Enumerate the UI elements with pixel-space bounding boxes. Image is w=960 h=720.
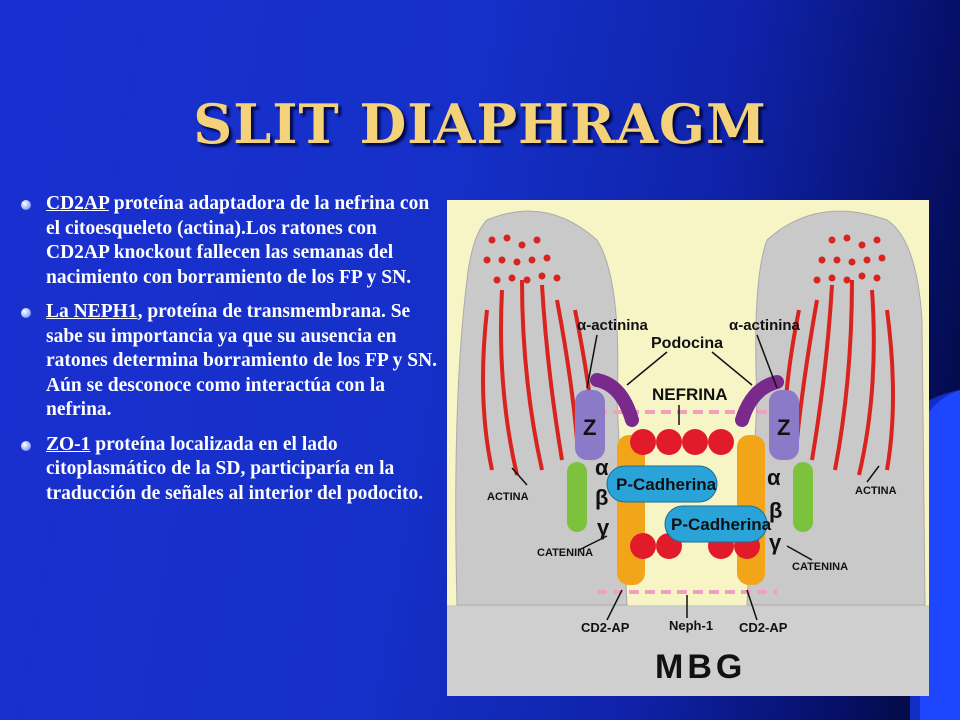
alpha-label-left: α — [595, 455, 609, 480]
cd2ap-label-right: CD2-AP — [739, 620, 788, 635]
basement-membrane — [447, 605, 929, 696]
bullet-term: ZO-1 — [46, 433, 91, 455]
podocin-label: Podocina — [651, 335, 723, 352]
z-protein-right — [769, 390, 799, 460]
bullet-text: , proteína de transmembrana. Se sabe su … — [46, 301, 438, 420]
bullet-text: proteína localizada en el lado citoplasm… — [46, 433, 424, 504]
actin-label-right: ACTINA — [855, 485, 897, 497]
beta-label-right: β — [769, 498, 782, 523]
beta-label-left: β — [595, 485, 608, 510]
z-label-left: Z — [583, 415, 596, 440]
alpha-label-right: α — [767, 465, 781, 490]
p-cadherin-label-1: P-Cadherina — [616, 475, 717, 494]
bullet-item-cd2ap: CD2AP proteína adaptadora de la nefrina … — [18, 192, 438, 290]
gamma-label-left: γ — [597, 515, 610, 540]
nephrin-label: NEFRINA — [652, 385, 728, 404]
actin-filaments-right — [783, 279, 895, 476]
actin-dots-right — [813, 234, 886, 284]
alpha-actinin-label-left: α-actinina — [577, 317, 649, 334]
cd2ap-label-left: CD2-AP — [581, 620, 630, 635]
catenin-block-left — [617, 435, 645, 585]
p-cadherin-bar-1 — [606, 465, 718, 503]
bullet-term: La NEPH1 — [46, 301, 138, 322]
podocin-left — [590, 373, 639, 427]
z-protein-left — [575, 390, 605, 460]
bullet-dot-icon — [21, 200, 31, 210]
slit-diaphragm-figure: Z Z P-Cadherina P-Cadherina α — [447, 200, 929, 696]
bullet-dot-icon — [21, 308, 31, 318]
bullet-text: proteína adaptadora de la nefrina con el… — [46, 193, 430, 288]
slit-diaphragm-diagram: Z Z P-Cadherina P-Cadherina α — [447, 210, 929, 696]
z-label-right: Z — [777, 415, 790, 440]
bullet-item-zo1: ZO-1 proteína localizada en el lado cito… — [18, 433, 438, 507]
catenin-label-left: CATENINA — [537, 547, 593, 559]
nephrin-balls — [630, 429, 760, 559]
neph1-label: Neph-1 — [669, 618, 713, 633]
gamma-label-right: γ — [769, 530, 782, 555]
podocin-right — [735, 375, 784, 427]
catenin-rod-right — [793, 462, 813, 532]
p-cadherin-bar-2 — [664, 505, 768, 543]
bullet-term: CD2AP — [46, 193, 109, 214]
p-cadherin-label-2: P-Cadherina — [671, 515, 772, 534]
catenin-label-right: CATENINA — [792, 561, 848, 573]
slide-title: SLIT DIAPHRAGM — [193, 92, 767, 156]
bullet-list: CD2AP proteína adaptadora de la nefrina … — [18, 192, 438, 516]
annotation-arrows — [511, 334, 880, 621]
actin-label-left: ACTINA — [487, 491, 529, 503]
alpha-actinin-label-right: α-actinina — [729, 317, 801, 334]
catenin-rod-left — [567, 462, 587, 532]
mbg-label: MBG — [655, 648, 746, 686]
bullet-item-neph1: La NEPH1, proteína de transmembrana. Se … — [18, 300, 438, 423]
podocyte-right — [746, 210, 926, 606]
bullet-dot-icon — [21, 440, 31, 451]
actin-dots-left — [483, 234, 561, 284]
